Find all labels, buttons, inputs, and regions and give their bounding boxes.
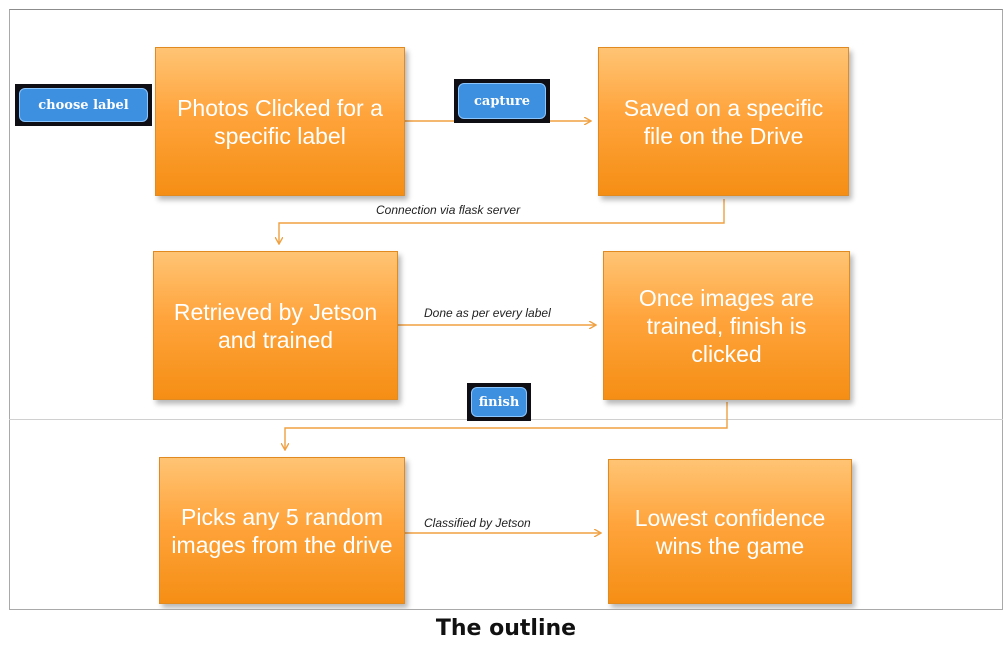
caption-bar: The outline bbox=[9, 609, 1003, 652]
edge-label-done: Done as per every label bbox=[424, 306, 551, 320]
node-picks-random-images-text: Picks any 5 random images from the drive bbox=[171, 503, 393, 558]
node-saved-on-drive: Saved on a specific file on the Drive bbox=[598, 47, 849, 196]
capture-block: capture bbox=[454, 79, 550, 123]
finish-block-label: finish bbox=[471, 387, 527, 417]
figure-caption: The outline bbox=[435, 616, 577, 641]
node-photos-clicked-text: Photos Clicked for a specific label bbox=[177, 94, 383, 149]
node-picks-random-images: Picks any 5 random images from the drive bbox=[159, 457, 405, 604]
edge-label-connection: Connection via flask server bbox=[376, 203, 521, 217]
node-finish-clicked: Once images are trained, finish is click… bbox=[603, 251, 850, 400]
arrow-saved-to-retrieved bbox=[279, 199, 725, 243]
choose-label-block: choose label bbox=[15, 84, 152, 126]
node-lowest-confidence: Lowest confidence wins the game bbox=[608, 459, 852, 604]
arrow-once-to-picks bbox=[285, 402, 728, 449]
finish-block: finish bbox=[467, 383, 531, 421]
node-retrieved-by-jetson-text: Retrieved by Jetson and trained bbox=[173, 298, 378, 353]
node-finish-clicked-text: Once images are trained, finish is click… bbox=[638, 284, 815, 367]
node-retrieved-by-jetson: Retrieved by Jetson and trained bbox=[153, 251, 398, 400]
node-photos-clicked: Photos Clicked for a specific label bbox=[155, 47, 405, 196]
capture-block-label: capture bbox=[458, 83, 546, 119]
edge-label-classified: Classified by Jetson bbox=[424, 516, 531, 530]
node-saved-on-drive-text: Saved on a specific file on the Drive bbox=[623, 94, 824, 149]
node-lowest-confidence-text: Lowest confidence wins the game bbox=[634, 504, 826, 559]
choose-label-block-label: choose label bbox=[19, 88, 148, 122]
